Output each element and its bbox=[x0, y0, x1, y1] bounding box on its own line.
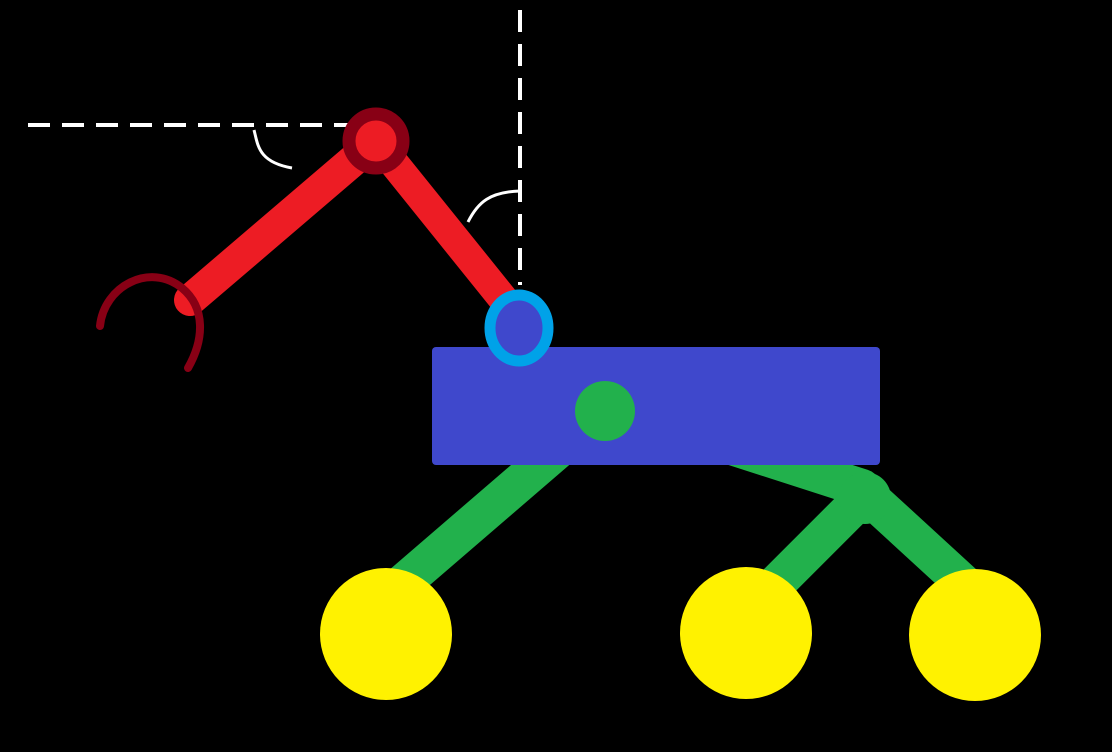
elbow-joint bbox=[342, 107, 410, 175]
bogie-pivot-joint bbox=[839, 472, 891, 524]
front-wheel bbox=[320, 568, 452, 700]
gripper-claw bbox=[96, 273, 204, 372]
forearm-segment bbox=[174, 125, 392, 316]
rear-wheel bbox=[909, 569, 1041, 701]
upper-arm-segment bbox=[361, 126, 527, 325]
rover-body bbox=[432, 347, 880, 465]
shoulder-joint bbox=[484, 289, 554, 367]
lower-angle-arc bbox=[466, 189, 521, 223]
middle-wheel bbox=[680, 567, 812, 699]
upper-angle-arc bbox=[252, 129, 293, 170]
rocker-pivot-joint bbox=[575, 381, 635, 441]
